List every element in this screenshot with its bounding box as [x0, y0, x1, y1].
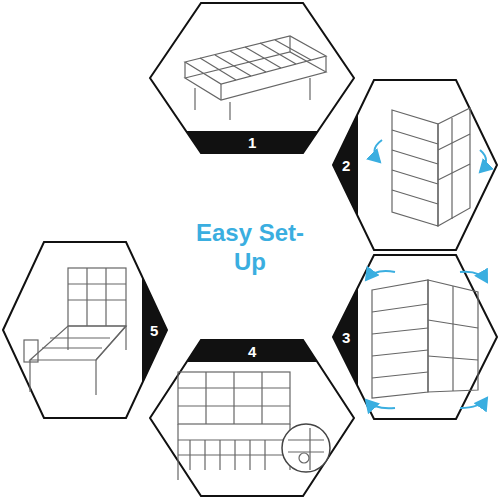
assembled-frame: [282, 424, 330, 472]
unfolding-panels: [428, 356, 478, 360]
folded-frame: [275, 40, 311, 60]
step-number: 5: [150, 323, 158, 338]
folded-frame: [215, 55, 251, 76]
folded-frame: [184, 62, 185, 78]
folding-panels: [438, 164, 470, 180]
unfold-arrows: [460, 398, 487, 408]
folded-frame: [220, 84, 221, 100]
finished-bed: [29, 360, 30, 392]
assembled-frame: [288, 451, 324, 452]
step-hexagon: [140, 332, 370, 362]
finished-bed: [68, 268, 126, 326]
step-hexagon: [140, 3, 370, 161]
unfolding-panels: [372, 372, 428, 378]
unfolding-panels: [452, 286, 453, 391]
step-hexagon: [140, 131, 370, 161]
finished-bed: [86, 268, 87, 326]
folded-frame: [309, 78, 310, 100]
finished-bed: [42, 347, 102, 348]
assembled-frame: [189, 440, 190, 470]
folded-frame: [289, 36, 290, 52]
finished-bed: [24, 340, 38, 362]
finished-bed: [95, 360, 96, 395]
folding-panels: [392, 150, 438, 164]
step-hexagon: [150, 3, 354, 153]
unfold-arrows: [366, 271, 395, 280]
folded-frame: [185, 36, 326, 120]
folded-frame: [260, 43, 296, 64]
step-number: 4: [248, 344, 256, 359]
center-heading: Easy Set-Up: [195, 219, 305, 277]
folding-panels: [392, 130, 438, 144]
assembled-frame: [249, 440, 250, 470]
folding-panels: [438, 134, 470, 150]
finished-bed: [68, 283, 126, 284]
assembled-frame: [234, 440, 235, 470]
finished-bed: [105, 268, 106, 326]
step-number: 1: [248, 135, 256, 150]
folded-frame: [229, 102, 230, 120]
step-number: 3: [342, 330, 350, 345]
unfolding-panels: [428, 280, 478, 392]
unfolding-panels: [428, 320, 478, 328]
step-hexagon: [140, 332, 370, 496]
folded-frame: [194, 88, 195, 110]
step-hexagon: [142, 235, 175, 425]
step-hexagon: [325, 70, 497, 260]
unfold-arrows: [366, 271, 487, 408]
folded-frame: [245, 47, 281, 68]
rotate-arrows: [374, 140, 382, 162]
finished-bed: [24, 268, 126, 395]
finished-bed: [50, 337, 110, 338]
step-number: 2: [342, 158, 350, 173]
folded-frame: [230, 51, 266, 72]
unfolding-panels: [372, 304, 428, 312]
assembled-frame: [205, 372, 206, 424]
rotate-arrows: [374, 140, 486, 172]
finished-bed: [30, 326, 126, 360]
folded-frame: [185, 52, 326, 100]
folding-panels: [392, 170, 438, 184]
unfolding-panels: [372, 280, 478, 398]
assembled-frame: [299, 453, 309, 463]
folding-panels: [451, 118, 452, 219]
finished-bed: [96, 326, 126, 360]
step-hexagon: [325, 70, 358, 260]
folding-panels: [392, 110, 438, 226]
assembled-frame: [261, 372, 262, 424]
assembled-frame: [204, 440, 205, 470]
step-hexagon: [325, 245, 497, 430]
assembled-frame: [178, 372, 330, 480]
unfold-arrows: [366, 400, 395, 408]
finished-bed: [125, 326, 126, 350]
folding-panels: [438, 108, 470, 226]
assembled-frame: [309, 428, 310, 470]
assembled-frame: [264, 440, 265, 470]
folding-panels: [392, 190, 438, 204]
finished-bed: [68, 299, 126, 300]
unfold-arrows: [460, 272, 487, 282]
assembled-frame: [233, 372, 234, 424]
step-hexagon: [3, 235, 175, 425]
folded-frame: [325, 56, 326, 72]
step-hexagon: [150, 340, 354, 496]
assembled-frame: [219, 440, 220, 470]
unfolding-panels: [372, 280, 428, 398]
assembled-frame: [177, 424, 178, 480]
folding-panels: [392, 108, 470, 226]
assembled-frame: [288, 439, 324, 440]
rotate-arrows: [480, 150, 486, 172]
unfolding-panels: [372, 328, 428, 334]
assembled-frame: [178, 372, 290, 424]
folded-frame: [200, 58, 236, 80]
unfolding-panels: [372, 350, 428, 356]
